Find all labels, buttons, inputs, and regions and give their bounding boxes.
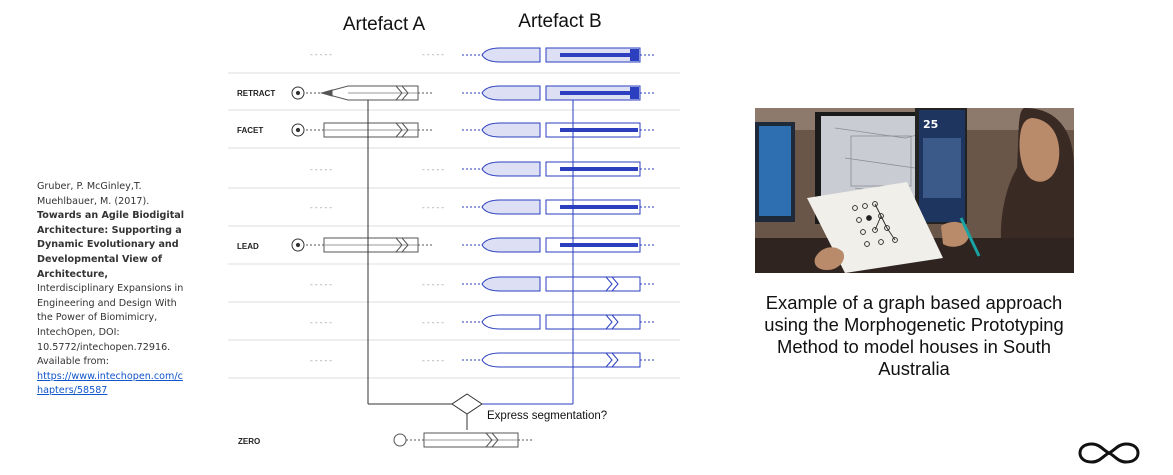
photo-student-graph: 25 [755, 108, 1074, 273]
dash-marker: ----- [421, 280, 445, 289]
dash-marker: ----- [309, 280, 333, 289]
dash-marker: ----- [421, 203, 445, 212]
dash-marker: ----- [309, 318, 333, 327]
citation-title: Towards an Agile Biodigital Architecture… [37, 210, 185, 280]
citation-available: Available from: [37, 356, 110, 368]
row-separators [228, 72, 680, 379]
node-circle-icon [393, 433, 407, 447]
dash-marker: ----- [309, 356, 333, 365]
artefact-diagram: Artefact A Artefact B ----- ----- ----- … [228, 11, 680, 448]
dash-marker: ----- [421, 50, 445, 59]
dash-marker: ----- [309, 203, 333, 212]
zero-pencil [393, 432, 534, 448]
decision-label: Express segmentation? [487, 410, 607, 422]
dash-marker: ----- [309, 50, 333, 59]
citation-source: Interdisciplinary Expansions in Engineer… [37, 283, 184, 353]
dash-marker: ----- [421, 165, 445, 174]
dash-marker: ----- [421, 318, 445, 327]
row-label-facet: FACET [237, 126, 263, 135]
decision-diamond [451, 393, 483, 415]
citation: Gruber, P. McGinley,T. Muehlbauer, M. (2… [37, 180, 187, 399]
citation-authors: Gruber, P. McGinley,T. Muehlbauer, M. (2… [37, 181, 150, 207]
row-label-lead: LEAD [237, 242, 259, 251]
artefact-b-pencils [462, 47, 656, 368]
artefact-a-pencils [306, 85, 432, 253]
photo-screen-number: 25 [923, 118, 938, 131]
zero-label: ZERO [238, 437, 260, 446]
header-artefact-a: Artefact A [343, 14, 426, 35]
artefact-b-connector [482, 100, 574, 405]
infinity-logo-icon [1078, 442, 1140, 464]
dash-marker: ----- [421, 356, 445, 365]
citation-link[interactable]: https://www.intechopen.com/chapters/5858… [37, 370, 183, 397]
artefact-a-connector [367, 100, 452, 405]
row-label-retract: RETRACT [237, 89, 275, 98]
dash-marker: ----- [309, 165, 333, 174]
artefact-a-nodes [291, 86, 305, 252]
header-artefact-b: Artefact B [518, 11, 601, 32]
photo-caption: Example of a graph based approach using … [764, 292, 1064, 379]
